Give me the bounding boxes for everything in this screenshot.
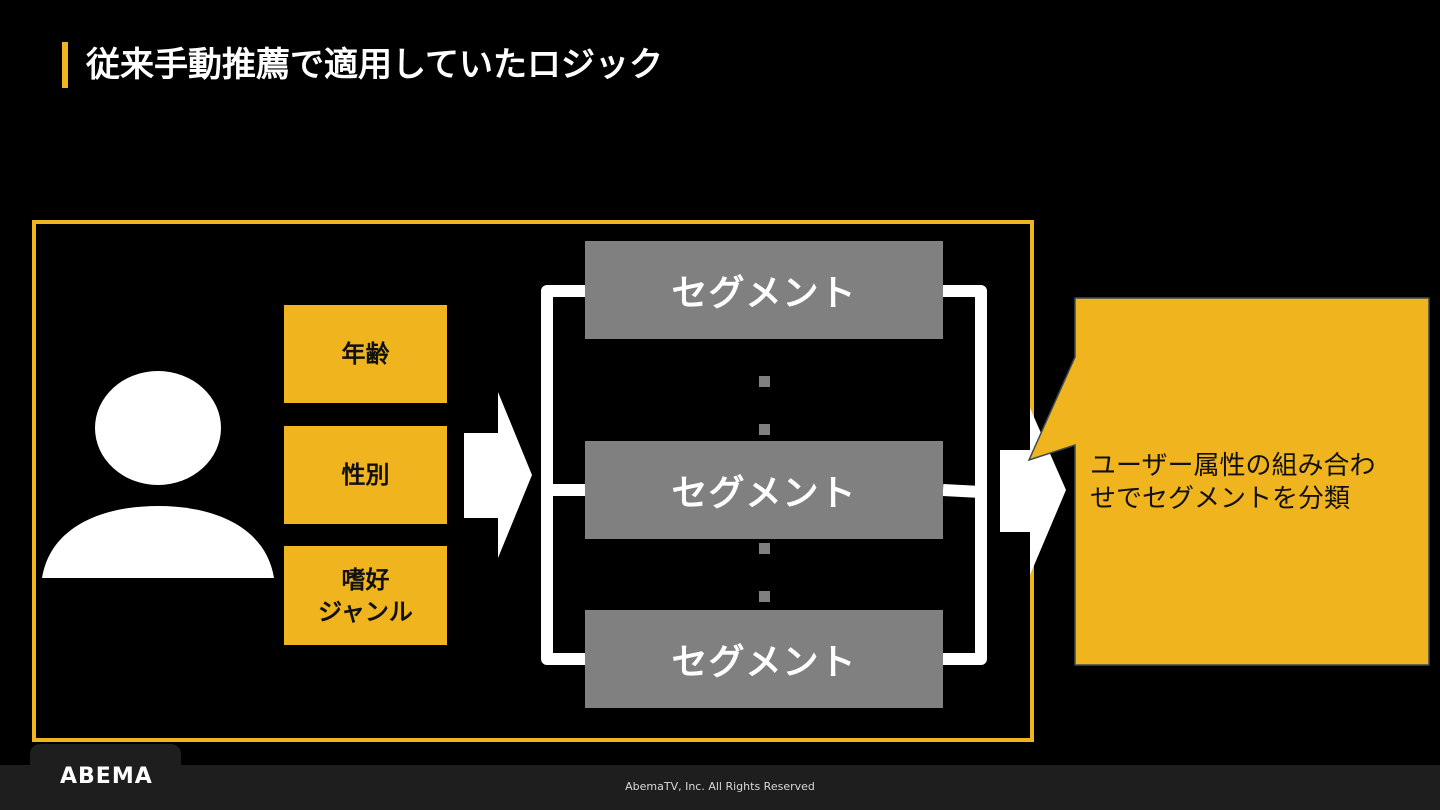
left-bracket — [541, 285, 585, 665]
attribute-gender-label: 性別 — [341, 461, 390, 489]
attribute-gender: 性別 — [284, 426, 447, 524]
logo-tab — [30, 744, 181, 810]
attribute-genre-label-line1: 嗜好 — [341, 565, 390, 594]
footer-bar — [0, 765, 1440, 810]
right-bracket — [942, 285, 987, 665]
segment-label: セグメント — [671, 642, 857, 683]
attribute-age: 年齢 — [284, 305, 447, 403]
attribute-genre-label-line2: ジャンル — [318, 597, 413, 626]
copyright-text: AbemaTV, Inc. All Rights Reserved — [625, 780, 815, 793]
ellipsis-dot — [759, 376, 770, 387]
callout-text-line1: ユーザー属性の組み合わ — [1090, 451, 1376, 481]
ellipsis-dot — [759, 591, 770, 602]
segment-label: セグメント — [671, 273, 857, 314]
segment-label: セグメント — [671, 473, 857, 514]
arrow-right-icon — [1000, 408, 1066, 575]
callout-box — [1027, 297, 1430, 666]
segment-box-2: セグメント — [585, 441, 943, 539]
callout-text-line2: せでセグメントを分類 — [1090, 484, 1351, 514]
ellipsis-dot — [759, 424, 770, 435]
user-icon — [42, 371, 274, 578]
segment-box-3: セグメント — [585, 610, 943, 708]
abema-logo: ABEMA — [60, 764, 153, 789]
callout-text: ユーザー属性の組み合わ せでセグメントを分類 — [1090, 450, 1410, 516]
ellipsis-dot — [759, 543, 770, 554]
slide-title: 従来手動推薦で適用していたロジック — [86, 45, 663, 85]
arrow-right-icon — [464, 392, 532, 558]
title-accent-bar — [62, 42, 68, 88]
attribute-genre: 嗜好 ジャンル — [284, 546, 447, 645]
segment-box-1: セグメント — [585, 241, 943, 339]
attribute-age-label: 年齢 — [341, 340, 390, 368]
